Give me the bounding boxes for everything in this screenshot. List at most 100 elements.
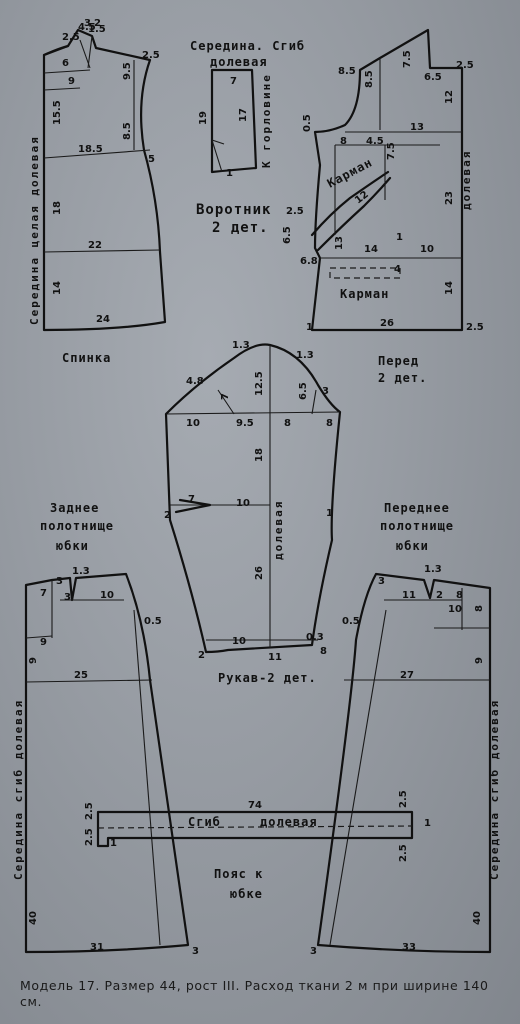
back-measure: 5: [148, 154, 155, 165]
front-measure: 26: [380, 318, 394, 329]
sleeve-measure: 1.3: [232, 340, 250, 351]
sleeve-grain-label: долевая: [272, 500, 285, 560]
front-skirt-measure: 10: [448, 604, 462, 615]
back-measure: 22: [88, 240, 102, 251]
front-skirt-measure: 33: [402, 942, 416, 953]
back-measure: 18.5: [78, 144, 103, 155]
back-measure: 14: [52, 281, 63, 295]
front-skirt-title: Переднее: [384, 501, 450, 515]
back-skirt-edge-label: Середина сгиб долевая: [12, 699, 25, 880]
front-measure: 6.5: [282, 226, 293, 244]
sleeve-measure: 26: [254, 566, 265, 580]
front-measure: 13: [334, 236, 345, 250]
back-piece: 2.5 4.5 3 1.5 2 6 9 2.5 9.5 15.5 18.5 8.…: [28, 18, 167, 365]
back-measure: 2.5: [142, 50, 160, 61]
collar-side-label: К горловине: [260, 73, 273, 168]
front-skirt-measure: 3: [378, 576, 385, 587]
front-skirt-measure: 1.3: [424, 564, 442, 575]
sleeve-measure: 8: [320, 646, 327, 657]
front-skirt-edge-label: Середина сгиб долевая: [488, 699, 501, 880]
front-measure: 2.5: [466, 322, 484, 333]
front-measure: 4: [394, 264, 401, 275]
back-measure: 2: [94, 18, 101, 29]
sleeve-measure: 4.8: [186, 376, 204, 387]
back-measure: 4.5: [78, 22, 96, 33]
sleeve-measure: 8: [284, 418, 291, 429]
sleeve-measure: 18: [254, 448, 265, 462]
front-measure: 14: [364, 244, 378, 255]
front-skirt-measure: 9: [474, 657, 485, 664]
front-pocket-label: Карман: [340, 287, 389, 301]
back-measure: 2.5: [62, 32, 80, 43]
sleeve-measure: 2: [198, 650, 205, 661]
sleeve-measure: 1.3: [296, 350, 314, 361]
belt-piece: 74 2.5 2.5 2.5 1 1 2.5 Сгиб долевая Пояс…: [84, 790, 431, 901]
back-title: Спинка: [62, 351, 111, 365]
sleeve-measure: 8: [326, 418, 333, 429]
front-skirt-measure: 27: [400, 670, 414, 681]
back-skirt-piece: 1.3 3 7 3 10 9 0.5 9 25 40 31 3 Середина…: [12, 501, 199, 957]
front-skirt-measure: 2: [436, 590, 443, 601]
front-piece: 8.5 8.5 7.5 2.5 6.5 12 0.5 8 4.5 13 7.5 …: [282, 28, 484, 385]
front-measure: 0.5: [302, 114, 313, 132]
belt-measure: 1: [424, 818, 431, 829]
pattern-caption: Модель 17. Размер 44, рост III. Расход т…: [20, 978, 489, 1009]
back-skirt-title: юбки: [56, 539, 89, 553]
belt-title: юбке: [230, 887, 263, 901]
back-measure: 3: [84, 18, 91, 29]
front-measure: 7.5: [402, 50, 413, 68]
sleeve-measure: 7: [188, 494, 195, 505]
front-skirt-measure: 11: [402, 590, 416, 601]
sleeve-piece: 1.3 1.3 4.8 12.5 6.5 3 7 10 9.5 8 8 18 7…: [164, 340, 342, 685]
back-skirt-measure: 40: [28, 911, 39, 925]
back-skirt-title: полотнище: [40, 519, 114, 533]
back-measure: 18: [52, 201, 63, 215]
front-count: 2 дет.: [378, 371, 427, 385]
front-measure: 2.5: [286, 206, 304, 217]
back-skirt-measure: 25: [74, 670, 88, 681]
collar-top-label: Середина. Сгиб: [190, 39, 305, 53]
back-measure: 6: [62, 58, 69, 69]
back-measure: 8.5: [122, 122, 133, 140]
front-measure: 6.5: [424, 72, 442, 83]
collar-measure: 17: [238, 108, 249, 122]
back-edge-label: Середина целая долевая: [28, 135, 41, 325]
back-skirt-measure: 3: [192, 946, 199, 957]
front-measure: 12: [353, 189, 371, 206]
back-skirt-measure: 3: [56, 576, 63, 587]
front-measure: 1: [306, 322, 313, 333]
collar-measure: 19: [198, 111, 209, 125]
front-skirt-title: юбки: [396, 539, 429, 553]
collar-measure: 7: [230, 76, 237, 87]
back-skirt-title: Заднее: [50, 501, 99, 515]
front-measure: 8: [340, 136, 347, 147]
sleeve-measure: 10: [186, 418, 200, 429]
front-title: Перед: [378, 354, 419, 368]
front-measure: 23: [444, 191, 455, 205]
sleeve-measure: 9.5: [236, 418, 254, 429]
front-measure: 4.5: [366, 136, 384, 147]
front-skirt-measure: 40: [472, 911, 483, 925]
sleeve-measure: 7: [220, 393, 231, 400]
front-measure: 14: [444, 281, 455, 295]
sleeve-measure: 10: [236, 498, 250, 509]
back-skirt-measure: 1.3: [72, 566, 90, 577]
back-skirt-measure: 9: [28, 657, 39, 664]
belt-fold-label: Сгиб: [188, 815, 221, 829]
back-measure: 24: [96, 314, 110, 325]
front-skirt-piece: 1.3 3 11 2 8 10 8 0.5 9 27 40 33 3 Серед…: [310, 501, 501, 957]
belt-measure: 74: [248, 800, 262, 811]
sleeve-measure: 1: [326, 508, 333, 519]
front-skirt-title: полотнище: [380, 519, 454, 533]
front-measure: 12: [444, 90, 455, 104]
back-measure: 15.5: [52, 100, 63, 125]
back-measure: 9: [68, 76, 75, 87]
front-measure: 1: [396, 232, 403, 243]
front-measure: 8.5: [364, 70, 375, 88]
sleeve-measure: 11: [268, 652, 282, 663]
front-measure: 13: [410, 122, 424, 133]
sleeve-measure: 3: [322, 386, 329, 397]
belt-grain-label: долевая: [260, 815, 318, 829]
